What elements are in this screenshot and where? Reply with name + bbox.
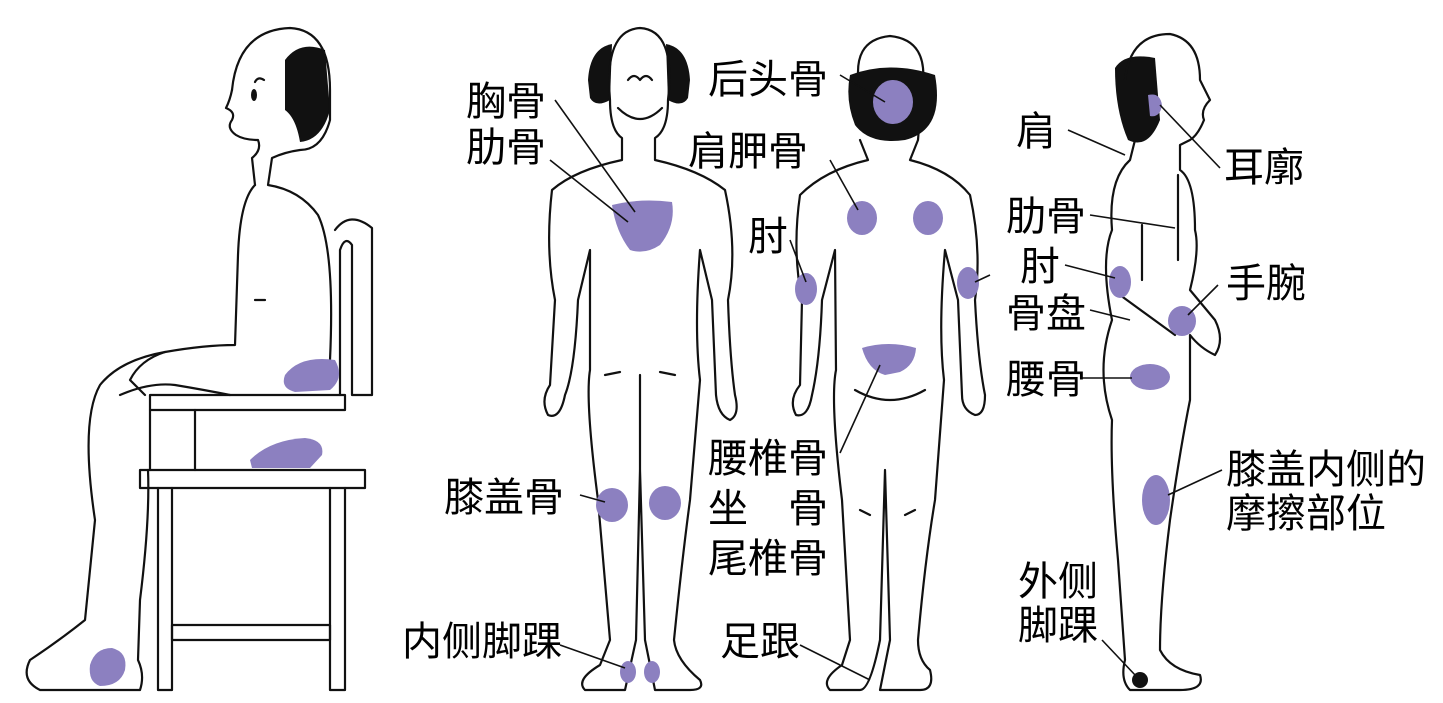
seated-body xyxy=(25,26,333,692)
occipital-pressure-area xyxy=(873,80,913,124)
label-wei-zhui-gu: 尾椎骨 xyxy=(708,536,828,582)
label-yao-gu: 腰骨 xyxy=(1006,357,1086,403)
label-knee-inner-friction: 膝盖内侧的 摩擦部位 xyxy=(1226,447,1426,537)
hip-pressure-area xyxy=(1130,364,1170,390)
label-er-kuo: 耳廓 xyxy=(1224,145,1304,191)
label-jian: 肩 xyxy=(1016,109,1056,155)
label-lei-gu-front: 肋骨 xyxy=(466,125,546,171)
label-shou-wan: 手腕 xyxy=(1226,261,1306,307)
leader-lines xyxy=(549,74,1223,681)
label-zuo-gu: 坐 骨 xyxy=(708,486,828,532)
seated-figure xyxy=(25,26,374,692)
side-figure xyxy=(1102,32,1222,692)
label-zu-gen: 足跟 xyxy=(720,619,800,665)
inner-ankle-left-pressure-area xyxy=(620,661,636,683)
label-lei-gu-side: 肋骨 xyxy=(1006,194,1086,240)
label-xi-gai-gu: 膝盖骨 xyxy=(444,475,564,521)
sternum-pressure-area xyxy=(612,200,673,252)
right-elbow-pressure-area xyxy=(957,267,979,299)
label-hou-tou-gu: 后头骨 xyxy=(708,57,828,103)
back-figure xyxy=(791,34,987,692)
label-nei-ce-jiao-huai: 内侧脚踝 xyxy=(402,619,562,665)
knee-inner-friction-area xyxy=(1142,475,1170,525)
label-zhou-back: 肘 xyxy=(748,214,788,260)
ear-pressure-area xyxy=(1148,94,1162,117)
side-elbow-pressure-area xyxy=(1109,266,1131,298)
ischium-pressure-area xyxy=(250,438,323,468)
label-jian-jia-gu: 肩胛骨 xyxy=(688,129,808,175)
label-xiong-gu: 胸骨 xyxy=(466,79,546,125)
left-scapula-pressure-area xyxy=(847,201,877,235)
left-elbow-pressure-area xyxy=(795,273,817,305)
label-gu-pan: 骨盘 xyxy=(1006,291,1086,337)
sacral-pressure-area xyxy=(862,344,916,375)
front-figure xyxy=(543,26,738,692)
sacrum-pressure-area xyxy=(283,359,339,392)
left-knee-pressure-area xyxy=(596,488,628,522)
chair xyxy=(138,218,374,692)
label-zhou-side: 肘 xyxy=(1020,244,1060,290)
inner-ankle-right-pressure-area xyxy=(644,661,660,683)
label-wai-ce-jiao-huai: 外侧 脚踝 xyxy=(1018,559,1098,649)
right-knee-pressure-area xyxy=(649,486,681,520)
right-scapula-pressure-area xyxy=(913,201,943,235)
heel-pressure-area xyxy=(89,648,126,686)
label-yao-zhui-gu: 腰椎骨 xyxy=(708,436,828,482)
